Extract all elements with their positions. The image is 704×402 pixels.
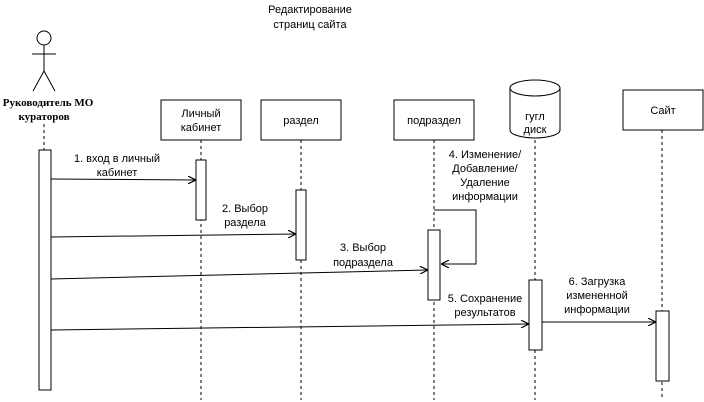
activation-google-drive: [528, 279, 543, 351]
diagram-title-line1: Редактирование: [268, 4, 352, 16]
participant-label: диск: [524, 124, 547, 136]
message-label-3: 3. Выбор: [340, 242, 386, 254]
actor-stick-figure: [32, 30, 56, 92]
activation-personal-cabinet: [195, 159, 207, 221]
message-arrow-4: [434, 209, 477, 264]
activation-subsection: [427, 229, 441, 301]
message-label-4: 4. Изменение/: [449, 149, 522, 161]
participant-personal-cabinet: [160, 99, 242, 141]
message-arrow-5: [50, 324, 528, 331]
activation-site: [655, 310, 670, 382]
message-arrow-1: [50, 179, 195, 180]
message-label-4: информации: [452, 191, 518, 203]
participant-label: Сайт: [650, 105, 675, 117]
diagram-title-line2: страниц сайта: [273, 19, 347, 31]
participant-site: [622, 89, 704, 131]
message-label-4: Удаление: [460, 177, 510, 189]
activation-section: [295, 189, 307, 261]
participant-label: Личный: [181, 108, 220, 120]
message-label-5: 5. Сохранение: [448, 293, 522, 305]
message-label-3: подраздела: [333, 257, 394, 269]
message-label-1: кабинет: [97, 167, 137, 179]
actor-label: Руководитель МО: [3, 97, 94, 109]
participant-label: кабинет: [181, 122, 221, 134]
participant-label: подраздел: [407, 115, 461, 127]
message-label-1: 1. вход в личный: [74, 153, 160, 165]
message-arrow-3: [50, 270, 427, 280]
actor-label-line2: кураторов: [18, 111, 69, 123]
participant-google-drive: [509, 79, 561, 139]
message-label-6: 6. Загрузка: [569, 276, 627, 288]
participant-label: раздел: [283, 115, 319, 127]
actor-activation: [38, 149, 52, 391]
participant-label: гугл: [525, 111, 545, 123]
message-label-5: результатов: [454, 307, 515, 319]
message-label-4: Добавление/: [452, 163, 518, 175]
message-arrow-2: [50, 234, 295, 237]
message-label-6: информации: [564, 304, 630, 316]
participant-section: [260, 99, 342, 141]
message-label-2: раздела: [224, 217, 267, 229]
message-label-6: измененной: [566, 290, 627, 302]
message-label-2: 2. Выбор: [222, 203, 268, 215]
participant-subsection: [393, 99, 475, 141]
